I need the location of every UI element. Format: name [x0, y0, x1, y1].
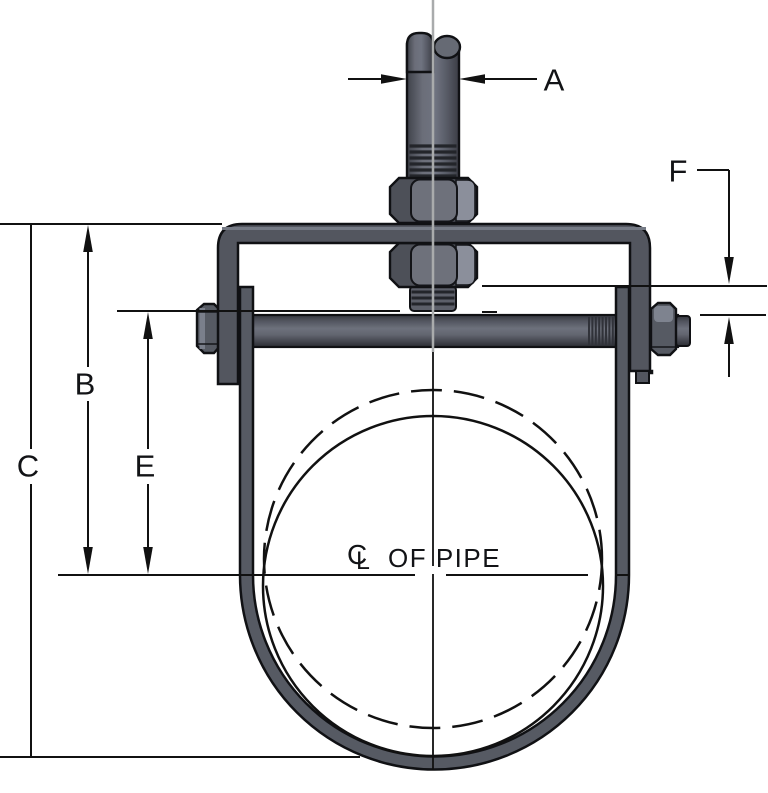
rod-top-left-lobe: [405, 31, 435, 74]
dim-label-f: F: [668, 153, 688, 189]
dim-b: [83, 225, 93, 574]
pipe-centerline-label: C L OF PIPE: [347, 541, 501, 575]
dim-label-e: E: [134, 448, 156, 484]
cross-bolt-end: [675, 315, 691, 347]
dim-label-b: B: [74, 366, 96, 402]
centerline-symbol: C L: [347, 539, 370, 575]
e-extension-line: [117, 310, 497, 313]
dim-f: [697, 169, 734, 377]
rod-top-face: [432, 34, 462, 60]
of-pipe-text: OF PIPE: [388, 543, 502, 573]
centerlines: [58, 0, 630, 770]
bolt-nut-icon: [649, 301, 678, 357]
cross-bolt-threads: [588, 317, 614, 345]
u-strap: [238, 285, 631, 771]
yoke-right-leg-stub: [635, 370, 650, 384]
dim-label-c: C: [16, 448, 40, 484]
dim-a: [348, 74, 537, 84]
cross-bolt: [195, 301, 691, 357]
dimension-lines: [0, 74, 767, 758]
dim-label-a: A: [543, 62, 565, 98]
dim-e: [143, 312, 153, 574]
